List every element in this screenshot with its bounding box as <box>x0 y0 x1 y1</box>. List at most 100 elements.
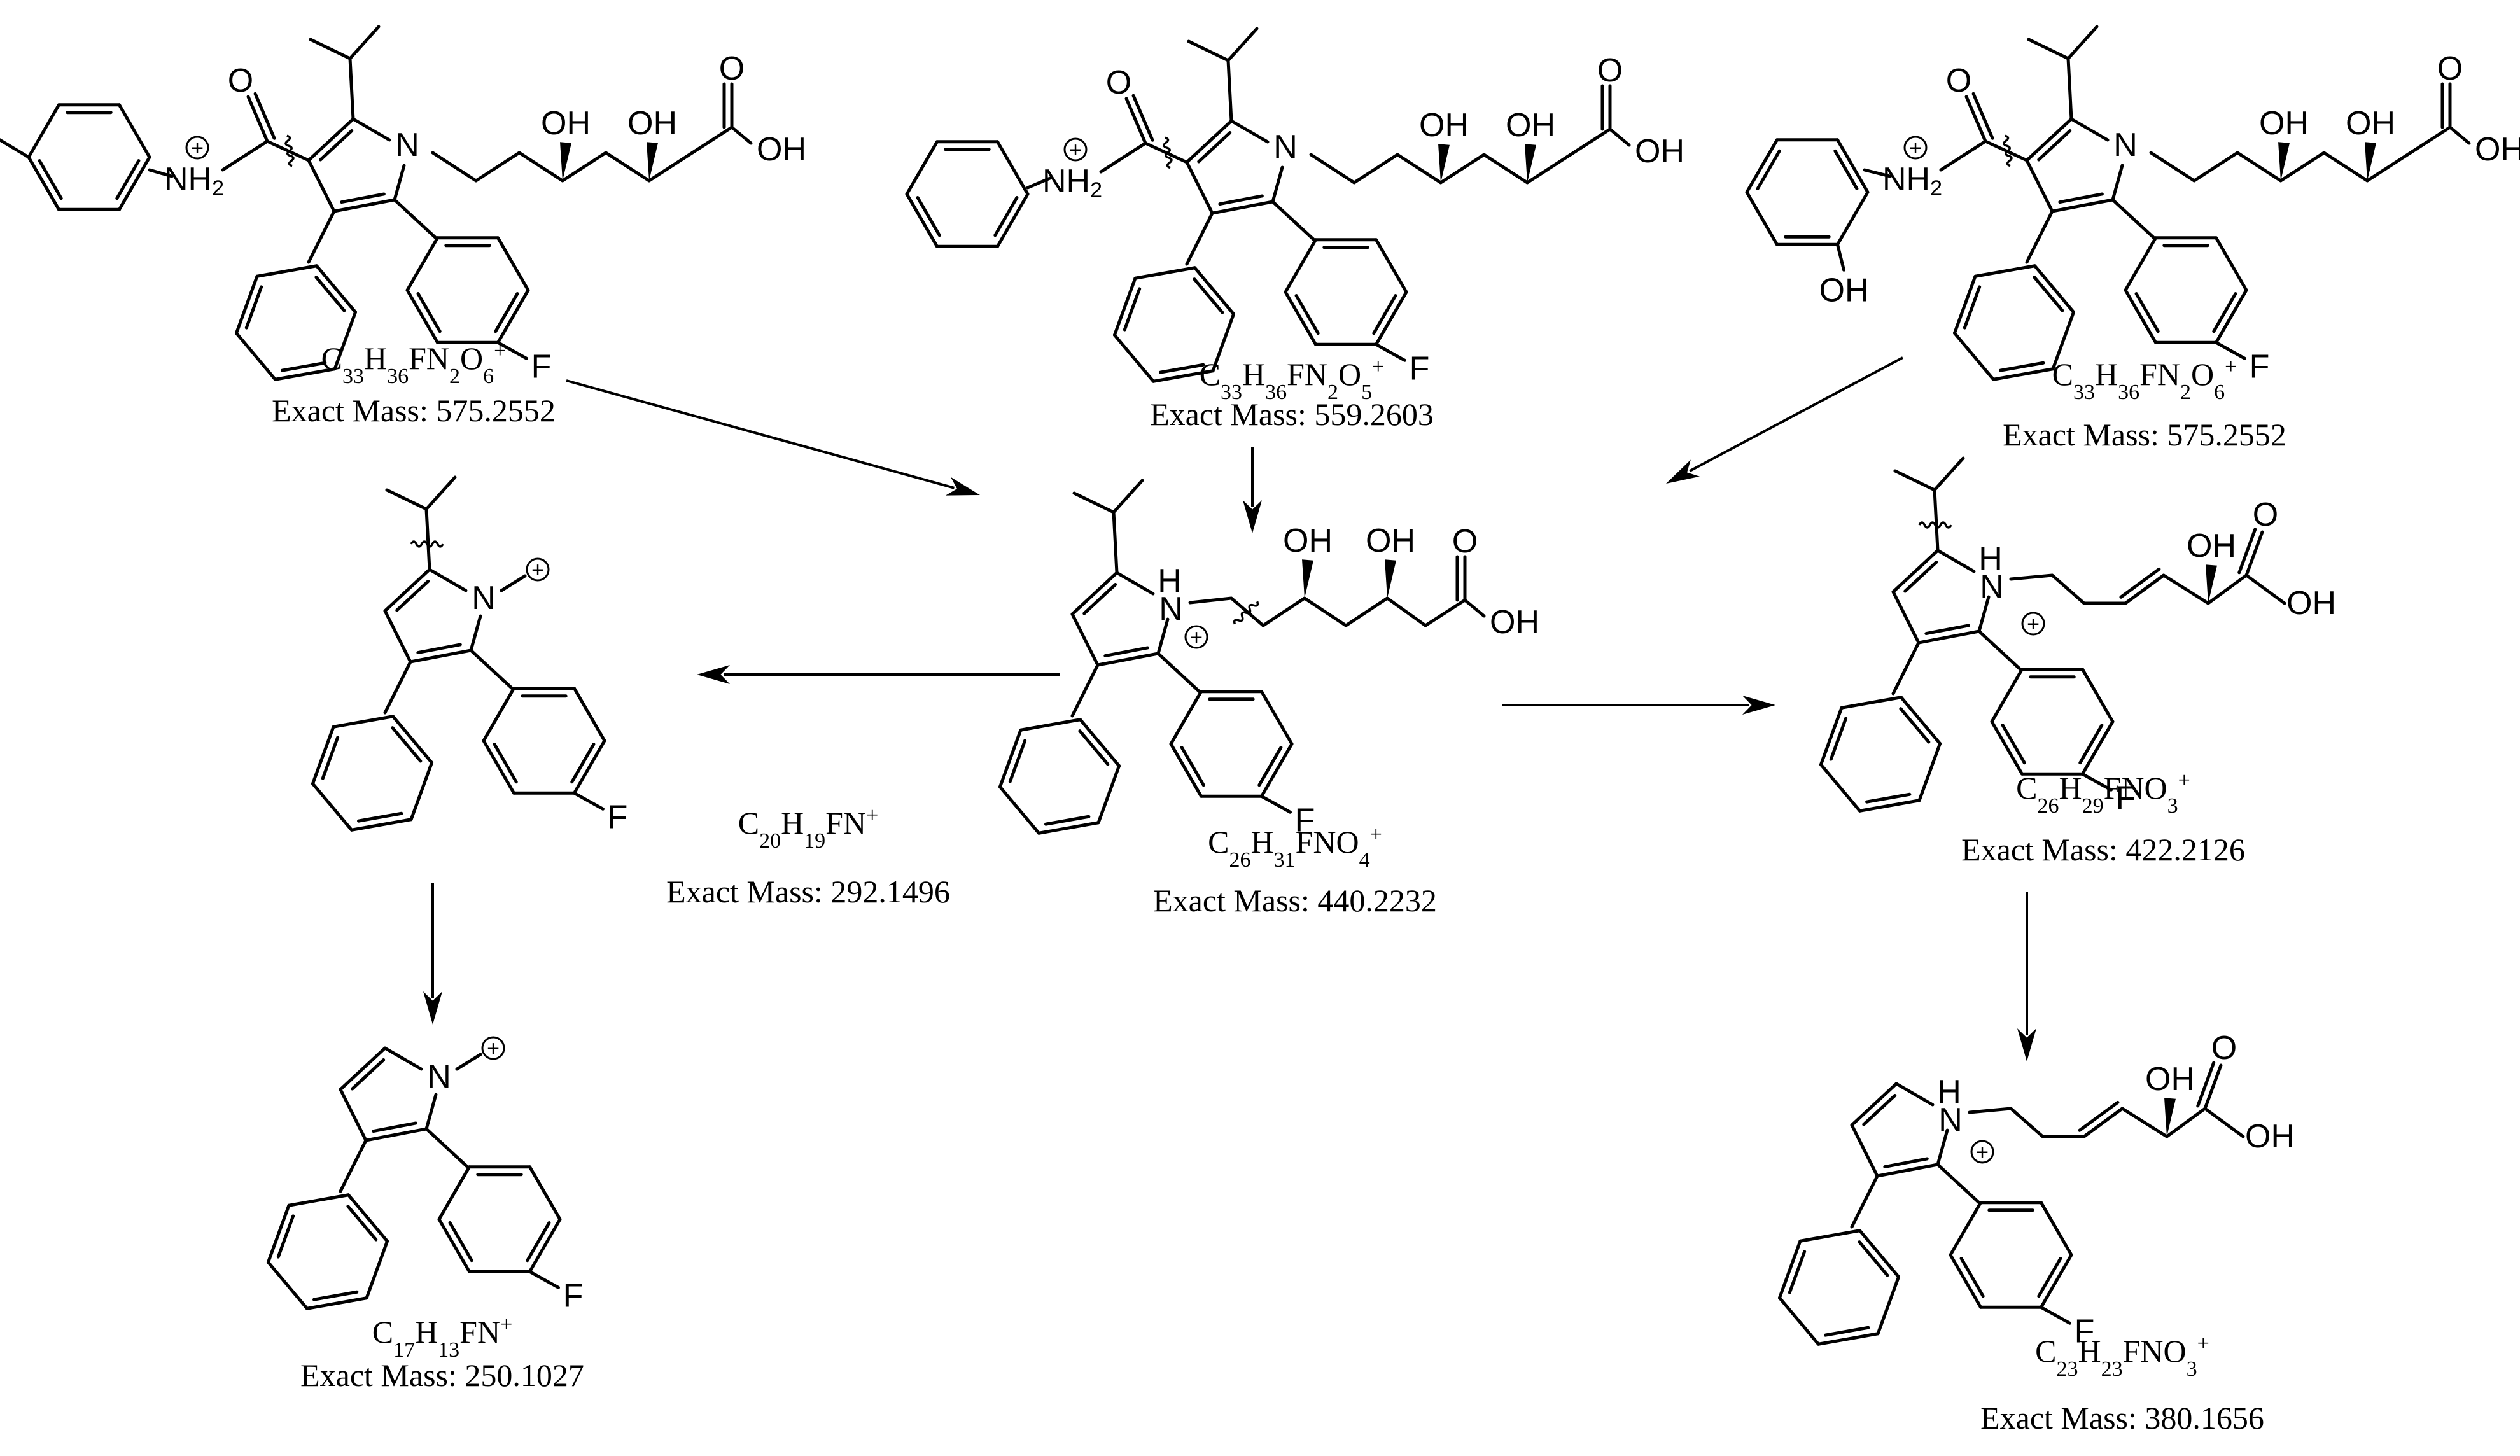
ammonium-label: NH2 <box>1882 161 1942 200</box>
bond-line <box>346 1193 389 1243</box>
bond-line <box>321 736 340 780</box>
bond-line <box>1777 1296 1821 1346</box>
ammonium-label: NH2 <box>1042 163 1102 202</box>
bond-line <box>424 475 457 511</box>
bond-line <box>1608 127 1631 147</box>
bond-line <box>385 488 428 511</box>
hydroxyl-label: OH <box>1635 133 1684 170</box>
bond-line <box>0 138 31 159</box>
bond-line <box>339 1138 368 1193</box>
bond-line <box>437 1165 471 1221</box>
bond-line <box>2081 772 2113 792</box>
bond-line <box>1112 276 1137 337</box>
nitrogen-label: N <box>1938 1102 1963 1138</box>
bond-line <box>348 25 381 60</box>
hydroxyl-label: OH <box>1506 107 1555 144</box>
bond-line <box>1463 598 1486 618</box>
bond-line <box>424 507 431 571</box>
molecular-formula: C17H13FN+ <box>372 1313 513 1362</box>
fluorine-label: F <box>2250 348 2270 385</box>
bond-line <box>1876 1275 1901 1336</box>
bond-line <box>1936 1128 1949 1166</box>
bond-line <box>148 168 174 178</box>
bond-line <box>1112 510 1119 575</box>
bond-line <box>570 743 596 784</box>
positive-charge: + <box>1970 1140 1994 1165</box>
bond-line <box>2025 209 2054 264</box>
exact-mass: Exact Mass: 559.2603 <box>1150 396 1434 432</box>
exact-mass: Exact Mass: 440.2232 <box>1153 883 1437 918</box>
bond-line <box>1257 746 1283 787</box>
bond-line <box>1788 1250 1807 1294</box>
bond-line <box>1891 641 1921 696</box>
bond-line <box>1099 141 1147 174</box>
bond-line <box>2082 1107 2124 1138</box>
hydroxyl-label: OH <box>757 131 806 168</box>
bond-line <box>1992 367 2055 381</box>
bond-line <box>1156 617 1170 655</box>
bond-line <box>2025 158 2054 213</box>
cleavage-mark <box>2003 134 2013 167</box>
bond-line <box>346 1205 378 1242</box>
bond-line <box>1019 718 1082 732</box>
bond-line <box>287 1193 350 1207</box>
bond-line <box>1999 361 2045 372</box>
bond-line <box>1115 571 1155 596</box>
cleavage-marks-layer <box>284 134 2013 625</box>
bond-line <box>1971 92 1994 140</box>
bond-line <box>996 140 1030 196</box>
oxygen-label: O <box>1452 523 1478 560</box>
bond-line <box>1936 1163 1981 1205</box>
positive-charge: + <box>1063 137 1088 162</box>
bond-line <box>494 292 519 333</box>
positive-charge: + <box>1184 625 1208 650</box>
bond-line <box>493 743 518 784</box>
bond-line <box>1817 1332 1880 1346</box>
bond-line <box>1375 342 1406 362</box>
bond-line <box>993 196 1019 237</box>
bond-line <box>118 155 151 211</box>
bond-line <box>1875 1163 1940 1178</box>
bond-line <box>1260 794 1292 814</box>
bond-line <box>1836 242 1845 272</box>
bond-line <box>253 92 276 140</box>
bond-line <box>1939 139 1987 172</box>
bond-line <box>1096 764 1121 825</box>
bond-line <box>1152 369 1215 383</box>
bond-line <box>2111 198 2156 240</box>
bond-line <box>448 1221 473 1263</box>
bond-line <box>332 715 395 729</box>
stereo-wedge <box>2278 142 2290 181</box>
bond-line <box>27 155 60 211</box>
bond-line <box>496 288 530 344</box>
bond-line <box>1894 1082 1935 1107</box>
bond-line <box>1819 706 1844 766</box>
arrows-layer <box>423 356 2036 1061</box>
bond-line <box>1891 590 1921 645</box>
bond-line <box>1959 1257 1985 1298</box>
bond-line <box>307 158 336 213</box>
bond-line <box>469 648 514 690</box>
bond-line <box>1819 762 1862 813</box>
molecular-formula: C20H19FN+ <box>738 804 879 853</box>
hydroxyl-label: OH <box>1366 522 1415 559</box>
bond-line <box>1260 742 1294 798</box>
bond-line <box>27 103 60 159</box>
oxygen-label: O <box>228 62 253 99</box>
bond-line <box>496 340 528 360</box>
bond-line <box>1156 652 1201 694</box>
bond-line <box>1193 266 1236 316</box>
bond-line <box>2448 125 2471 145</box>
bond-line <box>1899 707 1931 744</box>
bond-line <box>350 818 413 832</box>
bond-line <box>528 1270 560 1289</box>
stereo-wedge <box>1525 144 1536 183</box>
ammonium-label: NH2 <box>164 161 224 200</box>
bond-line <box>528 1165 562 1221</box>
hydroxyl-label: OH <box>541 105 591 142</box>
cleavage-mark <box>1163 136 1173 169</box>
bond-line <box>234 274 259 335</box>
stereo-wedge <box>1302 559 1313 598</box>
charge-glyph: + <box>1976 1140 1989 1165</box>
bond-line <box>1949 1201 1982 1257</box>
